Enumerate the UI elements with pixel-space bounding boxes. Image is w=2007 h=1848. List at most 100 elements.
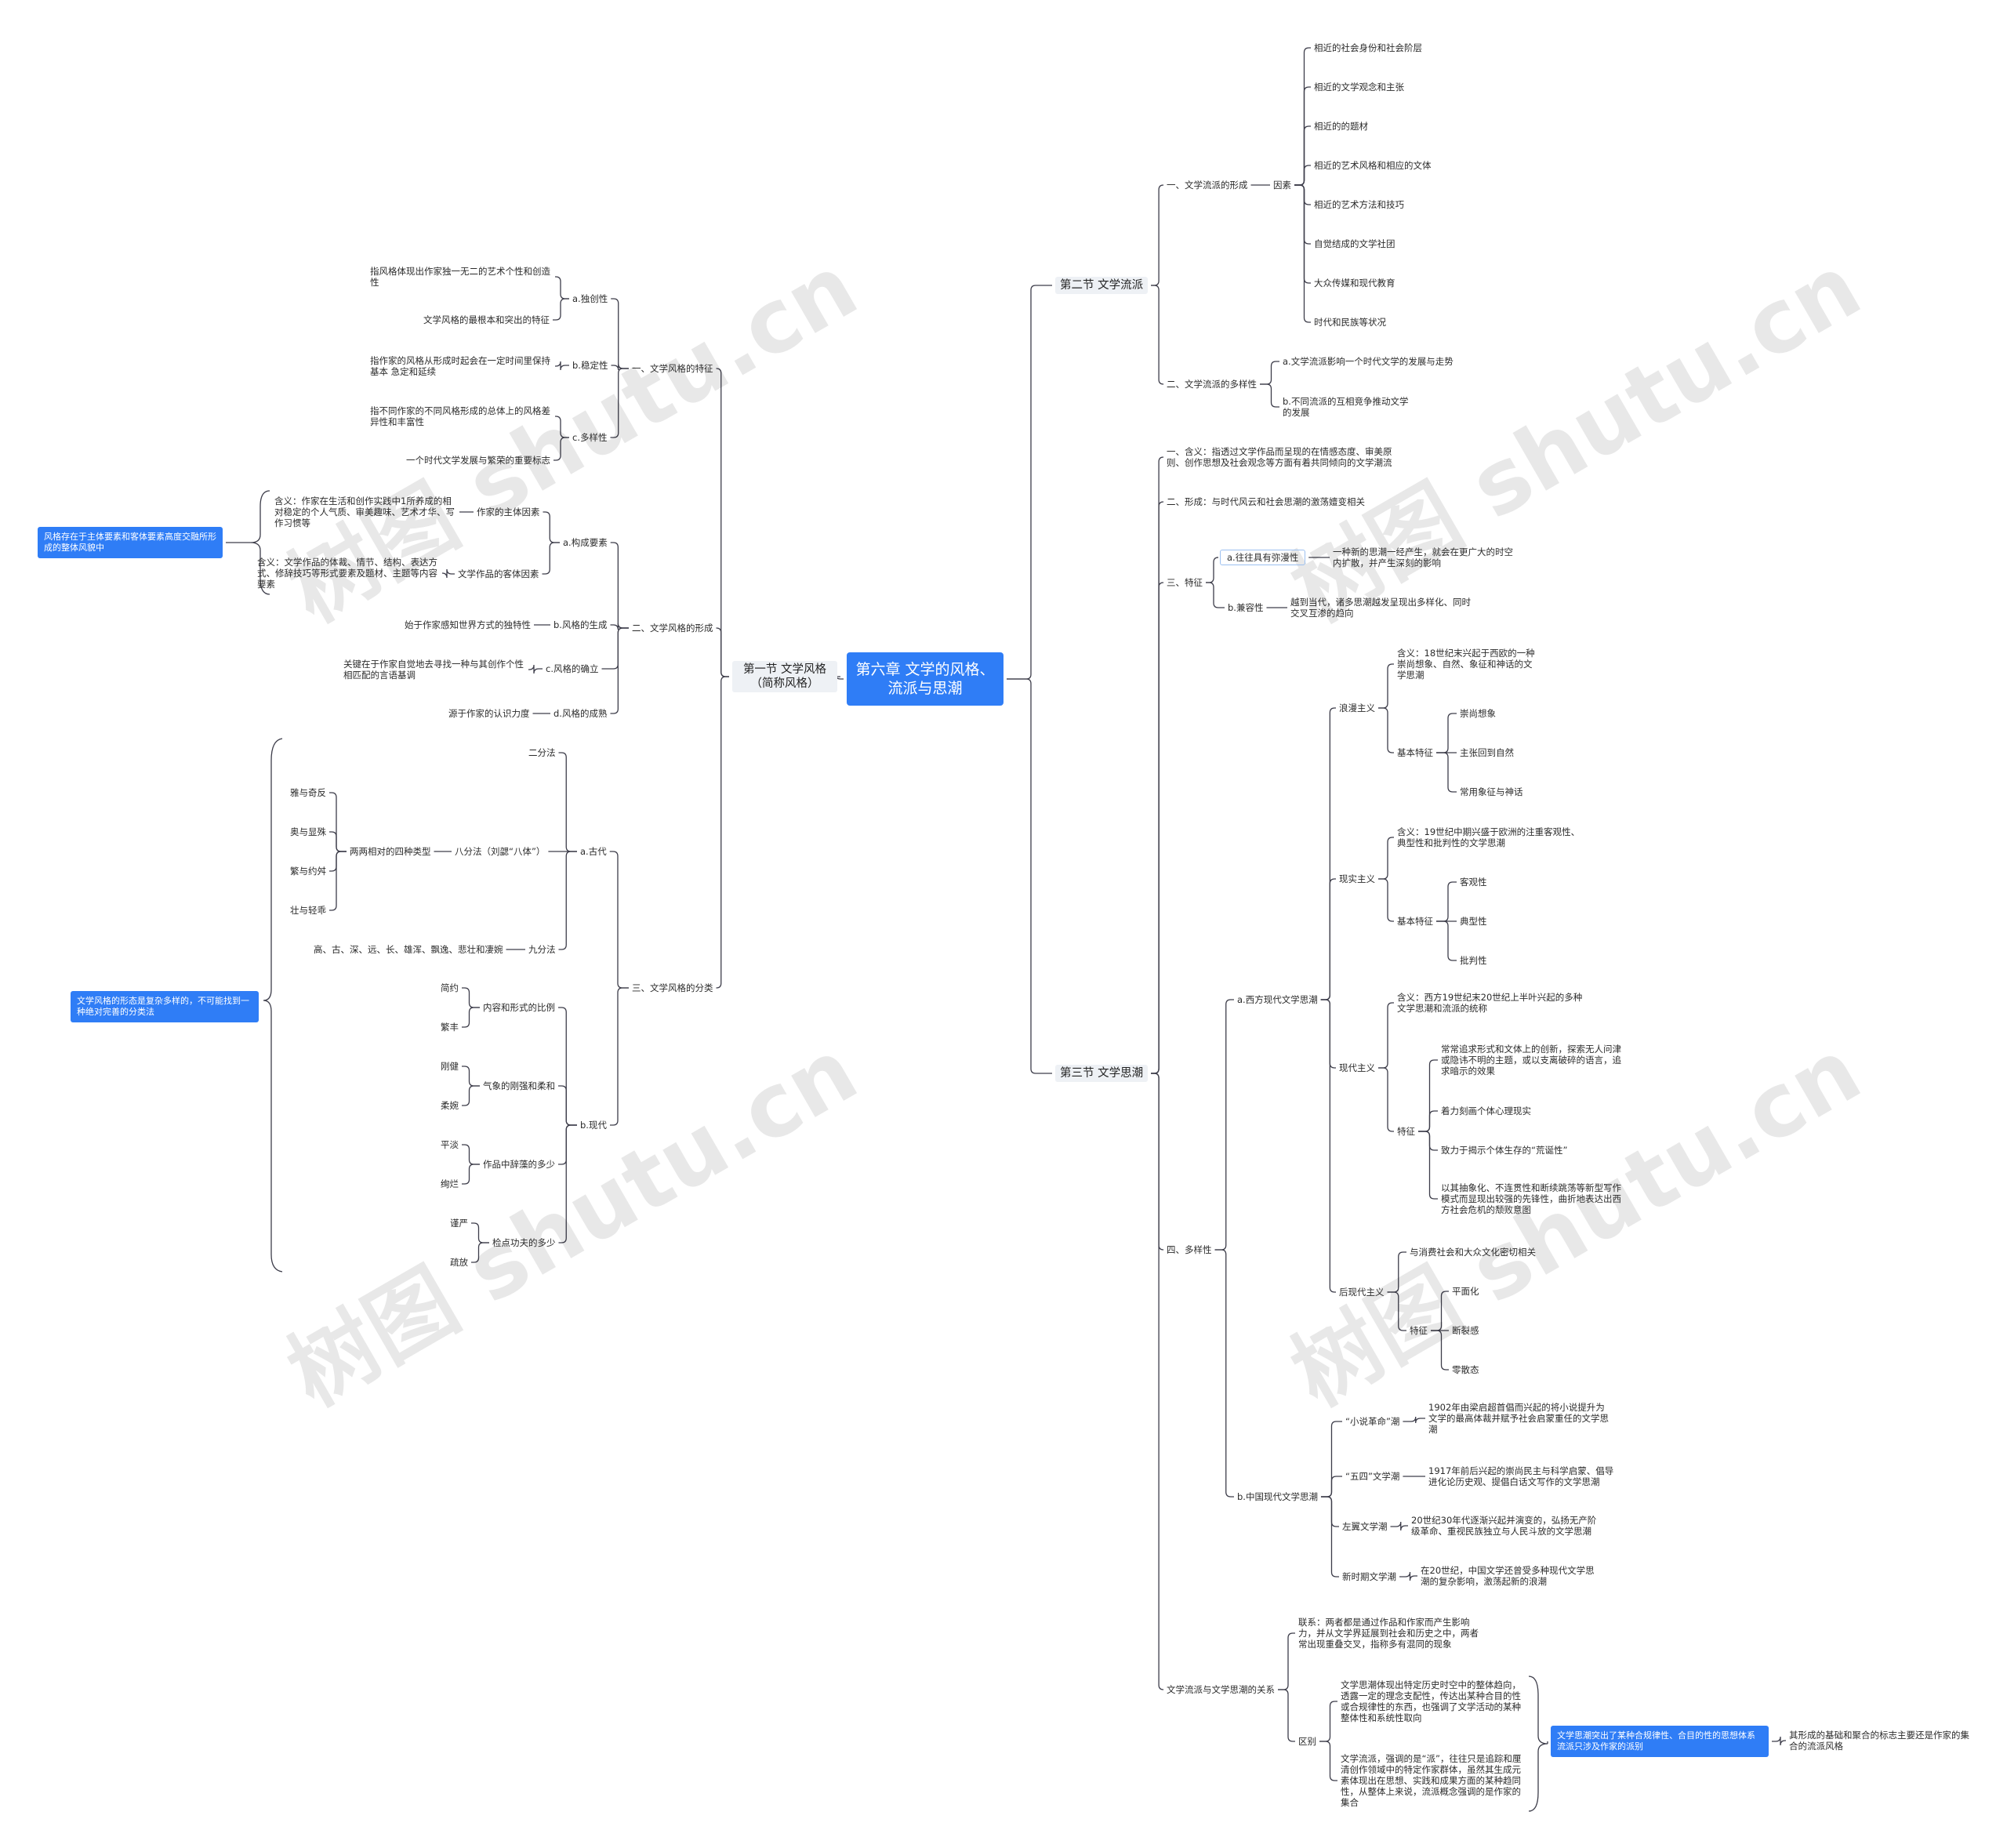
factors-node[interactable]: 因素 xyxy=(1273,180,1291,191)
modernism-feature-item: 以其抽象化、不连贯性和断续跳荡等新型写作模式而显现出较强的先锋性，曲折地表达出西… xyxy=(1441,1182,1621,1215)
style-establish-node[interactable]: c.风格的确立 xyxy=(546,663,599,674)
style-features-node[interactable]: 一、文学风格的特征 xyxy=(632,363,713,374)
root-topic[interactable]: 第六章 文学的风格、流派与思潮 xyxy=(847,652,1004,706)
connector xyxy=(1151,582,1164,1074)
trend-diversity-node[interactable]: 四、多样性 xyxy=(1167,1244,1212,1255)
connector xyxy=(1378,1002,1394,1069)
vigor-softness[interactable]: 气象的刚强和柔和 xyxy=(483,1080,555,1091)
stability-node[interactable]: b.稳定性 xyxy=(572,360,608,371)
eight-fold-method[interactable]: 八分法（刘勰“八体”） xyxy=(455,846,546,857)
realism-feature-item: 批判性 xyxy=(1460,955,1487,966)
novel-revolution-node[interactable]: “小说革命”潮 xyxy=(1345,1416,1400,1427)
postmodernism-node[interactable]: 后现代主义 xyxy=(1339,1287,1385,1298)
connector xyxy=(1319,1701,1337,1742)
connector xyxy=(1206,557,1219,583)
connector xyxy=(1378,1067,1394,1132)
style-classification-node[interactable]: 三、文学风格的分类 xyxy=(632,982,713,993)
connector xyxy=(471,1242,489,1263)
originality-note: 文学风格的最根本和突出的特征 xyxy=(423,314,550,325)
diversity-node[interactable]: c.多样性 xyxy=(572,432,608,443)
ancient-node[interactable]: a.古代 xyxy=(580,846,607,857)
relation-summary[interactable]: 文学思潮突出了某种合规律性、合目的性的思想体系流派只涉及作家的派别 xyxy=(1551,1726,1769,1757)
new-era-node[interactable]: 新时期文学潮 xyxy=(1342,1571,1396,1582)
content-form-ratio[interactable]: 内容和形式的比例 xyxy=(483,1002,555,1013)
romanticism-node[interactable]: 浪漫主义 xyxy=(1339,703,1375,713)
chinese-trends-node[interactable]: b.中国现代文学思潮 xyxy=(1237,1491,1318,1502)
connector xyxy=(558,1007,577,1126)
connector xyxy=(1260,383,1279,408)
realism-node[interactable]: 现实主义 xyxy=(1339,873,1375,884)
style-mature-node[interactable]: d.风格的成熟 xyxy=(553,708,608,719)
modern-node[interactable]: b.现代 xyxy=(580,1120,607,1131)
stability-definition: 指作家的风格从形成时起会在一定时间里保持基本 急定和延续 xyxy=(370,355,550,377)
pervasiveness-note: 一种新的思潮一经产生，就会在更广大的时空内扩散，并产生深刻的影响 xyxy=(1333,546,1513,568)
connector xyxy=(1403,1416,1425,1424)
realism-features[interactable]: 基本特征 xyxy=(1397,916,1433,927)
style-formation-node[interactable]: 二、文学风格的形成 xyxy=(632,623,713,634)
postmodernism-feature-item: 零散态 xyxy=(1452,1364,1479,1375)
realism-feature-item: 客观性 xyxy=(1460,877,1487,888)
connector xyxy=(1387,1251,1406,1293)
connector xyxy=(1378,663,1394,709)
compatibility-node[interactable]: b.兼容性 xyxy=(1228,602,1264,613)
relation-difference-node[interactable]: 区别 xyxy=(1298,1736,1316,1747)
connector xyxy=(1214,1249,1234,1498)
summary-classification[interactable]: 文学风格的形态是复杂多样的，不可能找到一种绝对完善的分类法 xyxy=(71,991,259,1022)
connector xyxy=(1151,456,1164,1074)
connector xyxy=(1151,501,1164,1074)
connector xyxy=(1260,361,1279,385)
connector xyxy=(1320,999,1336,1293)
diversity-definition: 指不同作家的不同风格形成的总体上的风格差异性和丰富性 xyxy=(370,405,550,427)
rhetoric-amount[interactable]: 作品中辞藻的多少 xyxy=(483,1159,555,1170)
nine-fold-method[interactable]: 九分法 xyxy=(528,944,556,955)
subject-factor-node[interactable]: 作家的主体因素 xyxy=(477,506,540,517)
connector xyxy=(1151,184,1164,286)
school-diversity-node[interactable]: 二、文学流派的多样性 xyxy=(1167,379,1257,390)
connector xyxy=(1320,1496,1339,1578)
revision-effort[interactable]: 检点功夫的多少 xyxy=(492,1237,556,1248)
four-pairs-node[interactable]: 两两相对的四种类型 xyxy=(350,846,431,857)
brace xyxy=(263,738,283,1273)
modernism-node[interactable]: 现代主义 xyxy=(1339,1062,1375,1073)
connector xyxy=(1320,707,1336,1000)
connector xyxy=(1214,999,1234,1251)
trend-features-node[interactable]: 三、特征 xyxy=(1167,577,1203,588)
connector xyxy=(542,542,560,575)
modernism-feature-item: 常常追求形式和文体上的创新，探索无人问津或隐讳不明的主题，或以支离破碎的语言，追… xyxy=(1441,1044,1621,1076)
school-formation-node[interactable]: 一、文学流派的形成 xyxy=(1167,180,1248,191)
summary-style-fusion[interactable]: 风格存在于主体要素和客体要素高度交融所形成的整体风貌中 xyxy=(38,527,223,558)
left-wing-note: 20世纪30年代逐渐兴起并演变的，弘扬无产阶级革命、重视民族独立与人民斗放的文学… xyxy=(1411,1515,1597,1537)
section-1-literary-style[interactable]: 第一节 文学风格 （简称风格） xyxy=(732,661,837,692)
connector xyxy=(558,1124,577,1243)
modernism-features[interactable]: 特征 xyxy=(1397,1126,1415,1137)
connector xyxy=(1294,184,1311,245)
relation-summary-note: 其形成的基础和聚合的标志主要还是作家的集合的流派风格 xyxy=(1789,1730,1969,1752)
postmodernism-features[interactable]: 特征 xyxy=(1410,1325,1428,1336)
connector xyxy=(1278,1632,1295,1690)
section-3-literary-trends[interactable]: 第三节 文学思潮 xyxy=(1055,1065,1149,1082)
left-wing-node[interactable]: 左翼文学潮 xyxy=(1342,1521,1388,1532)
connector xyxy=(1431,1291,1449,1331)
connector xyxy=(471,1222,489,1243)
may-fourth-node[interactable]: “五四”文学潮 xyxy=(1345,1471,1400,1482)
object-factor-node[interactable]: 文学作品的客体因素 xyxy=(458,568,539,579)
realism-definition: 含义：19世纪中期兴盛于欧洲的注重客观性、典型性和批判性的文学思潮 xyxy=(1397,826,1581,848)
western-trends-node[interactable]: a.西方现代文学思潮 xyxy=(1237,994,1318,1005)
nine-fold-list: 高、古、深、远、长、雄浑、飘逸、悲壮和凄婉 xyxy=(314,944,503,955)
connector xyxy=(609,851,629,989)
school-trend-relation-node[interactable]: 文学流派与文学思潮的关系 xyxy=(1167,1684,1275,1695)
section-2-literary-schools[interactable]: 第二节 文学流派 xyxy=(1055,277,1149,294)
components-node[interactable]: a.构成要素 xyxy=(563,537,608,548)
difference-trend: 文学思潮体现出特定历史时空中的整体趋向，透露一定的理念支配性，传达出某种合目的性… xyxy=(1341,1679,1521,1723)
connector xyxy=(553,437,569,461)
style-generation-node[interactable]: b.风格的生成 xyxy=(553,619,608,630)
pervasiveness-node[interactable]: a.往往具有弥漫性 xyxy=(1220,550,1306,565)
realism-feature-item: 典型性 xyxy=(1460,916,1487,927)
originality-node[interactable]: a.独创性 xyxy=(572,293,608,304)
factor-item: 相近的文学观念和主张 xyxy=(1314,82,1404,93)
two-fold-method[interactable]: 二分法 xyxy=(528,747,556,758)
connector xyxy=(1151,1073,1164,1251)
romanticism-features[interactable]: 基本特征 xyxy=(1397,747,1433,758)
connector xyxy=(609,987,629,1126)
difference-school: 文学流派，强调的是“派”，往往只是追踪和厘清创作领域中的特定作家群体，虽然其生成… xyxy=(1341,1753,1522,1808)
